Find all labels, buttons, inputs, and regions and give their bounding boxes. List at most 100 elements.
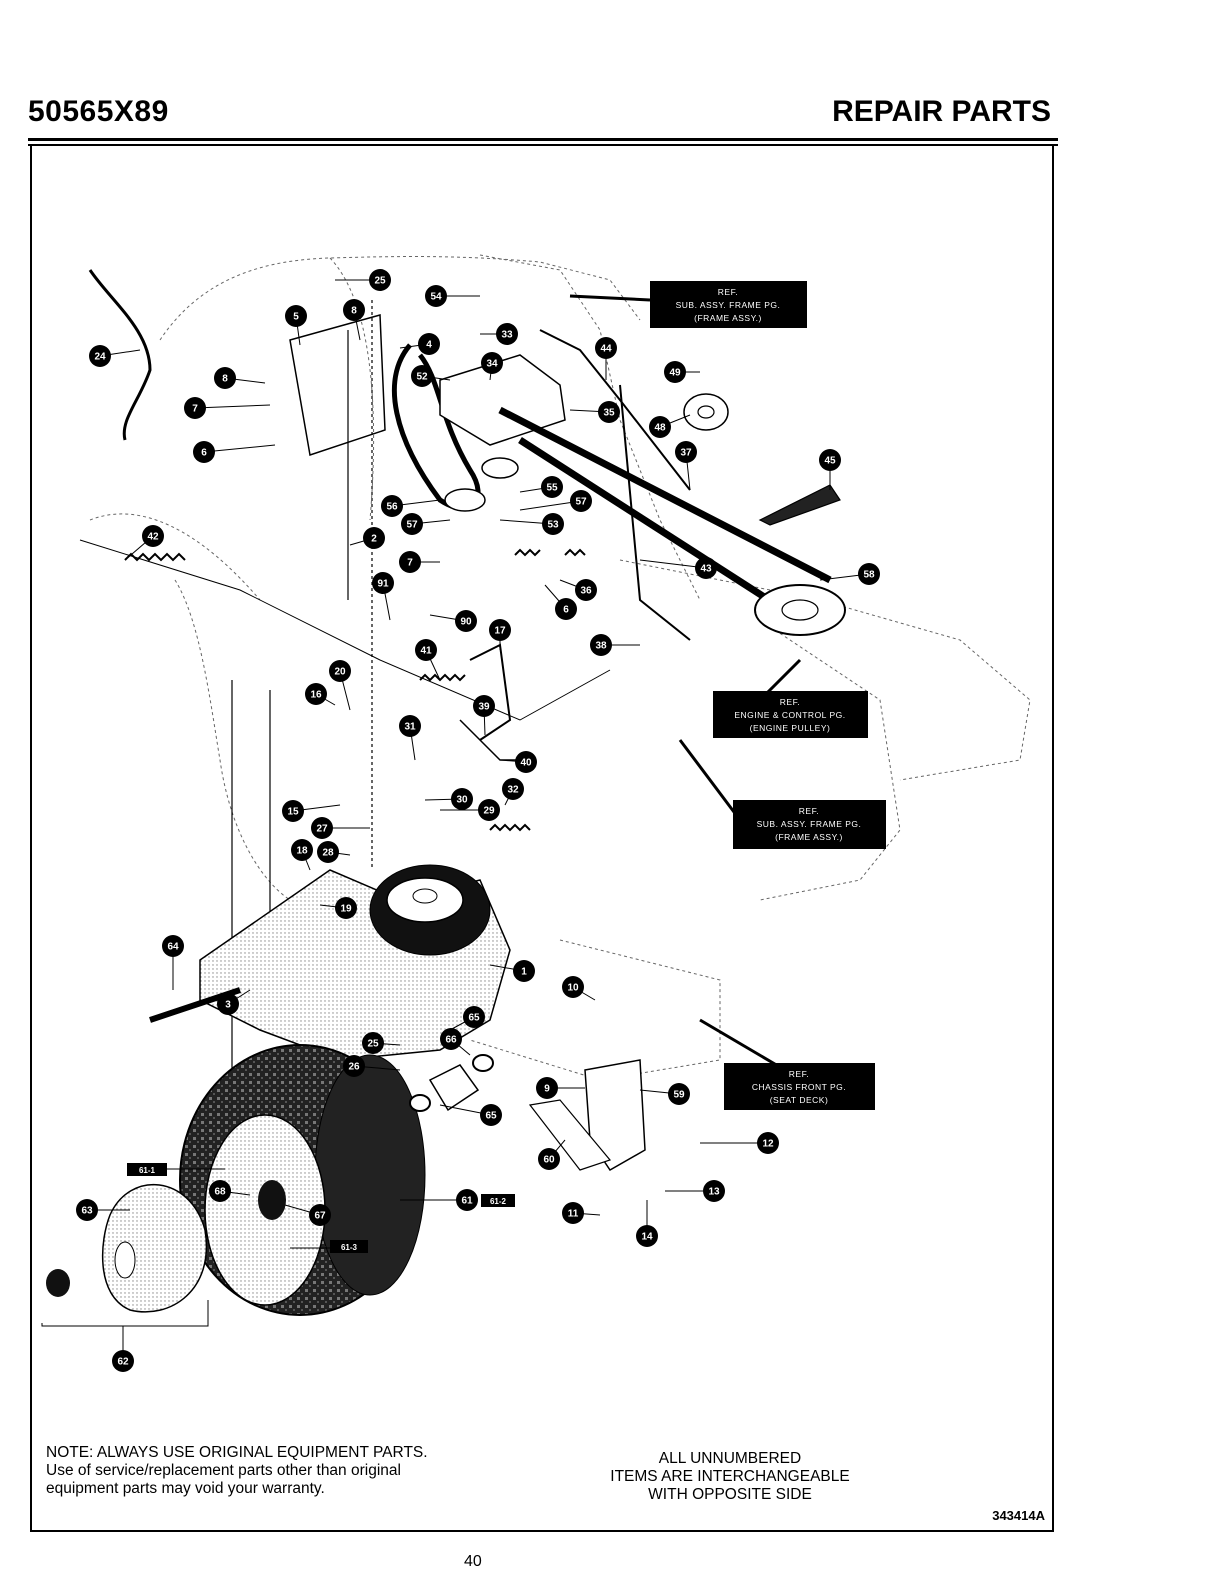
callout-label: 3 [225,1000,231,1011]
callout-67: 67 [309,1204,331,1226]
callout-label: 20 [334,667,346,678]
callout-label: 32 [507,785,519,796]
callout-label: 17 [494,626,506,637]
cable-42 [79,539,611,721]
svg-text:(FRAME ASSY.): (FRAME ASSY.) [694,313,762,323]
note-line-2: Use of service/replacement parts other t… [46,1462,401,1479]
svg-text:REF.: REF. [780,697,800,707]
ref-box-engine: REF. ENGINE & CONTROL PG. (ENGINE PULLEY… [713,691,868,738]
callout-label: 15 [287,807,299,818]
callout-label: 26 [348,1062,360,1073]
callout-20: 20 [329,660,351,682]
callout-label: 64 [167,942,179,953]
callout-57: 57 [401,513,423,535]
idler-pulley-upper [481,457,519,479]
callout-14: 14 [636,1225,658,1247]
callout-label: 57 [406,520,418,531]
svg-text:(ENGINE PULLEY): (ENGINE PULLEY) [750,723,831,733]
ref-leader [699,1018,786,1072]
callout-65: 65 [463,1006,485,1028]
svg-text:61-2: 61-2 [490,1197,507,1206]
callout-label: 67 [314,1211,326,1222]
callout-13: 13 [703,1180,725,1202]
callout-label: 1 [521,967,527,978]
spring-41 [419,673,466,682]
svg-text:SUB. ASSY. FRAME PG.: SUB. ASSY. FRAME PG. [757,819,862,829]
callout-8: 8 [214,367,236,389]
callout-62: 62 [112,1350,134,1372]
interchange-line-2: ITEMS ARE INTERCHANGEABLE [610,1468,850,1485]
svg-text:REF.: REF. [789,1069,809,1079]
callout-7: 7 [399,551,421,573]
spring-32 [489,823,531,832]
callout-label: 65 [485,1111,497,1122]
callout-label: 56 [386,502,398,513]
callout-25: 25 [362,1032,384,1054]
note-line-1: NOTE: ALWAYS USE ORIGINAL EQUIPMENT PART… [46,1444,428,1461]
callout-39: 39 [473,695,495,717]
callout-label: 90 [460,617,472,628]
callout-3: 3 [217,993,239,1015]
callout-90: 90 [455,610,477,632]
callout-label: 48 [654,423,666,434]
callout-6: 6 [555,598,577,620]
callout-label: 62 [117,1357,129,1368]
callout-91: 91 [372,572,394,594]
callout-64: 64 [162,935,184,957]
ref-box-chassis: REF. CHASSIS FRONT PG. (SEAT DECK) [724,1063,875,1110]
callout-1: 1 [513,960,535,982]
callout-label: 24 [94,352,106,363]
callout-label: 6 [563,605,569,616]
interchange-note: ALL UNNUMBERED ITEMS ARE INTERCHANGEABLE… [560,1450,900,1504]
rod-24 [88,269,152,441]
callout-label: 36 [580,586,592,597]
callout-label: 31 [404,722,416,733]
callout-label: 27 [316,824,328,835]
callout-label: 68 [214,1187,226,1198]
callout-30: 30 [451,788,473,810]
callout-label: 43 [700,564,712,575]
svg-text:(SEAT DECK): (SEAT DECK) [770,1095,829,1105]
group-bracket-62 [41,1300,209,1327]
svg-text:(FRAME ASSY.): (FRAME ASSY.) [775,832,843,842]
callout-label: 7 [407,558,413,569]
bracket-5 [289,314,386,456]
callout-32: 32 [502,778,524,800]
callout-bubbles: 1234566778891011121314151617181920242525… [76,269,880,1372]
callout-55: 55 [541,476,563,498]
callout-label: 25 [367,1039,379,1050]
callout-label: 8 [351,306,357,317]
callout-5: 5 [285,305,307,327]
rod-40 [459,719,520,761]
callout-26: 26 [343,1055,365,1077]
callout-label: 37 [680,448,692,459]
callout-label: 42 [147,532,159,543]
ref-box-frame-mid: REF. SUB. ASSY. FRAME PG. (FRAME ASSY.) [733,800,886,849]
interchange-line-1: ALL UNNUMBERED [658,1450,802,1467]
callout-label: 6 [201,448,207,459]
callout-24: 24 [89,345,111,367]
callout-63: 63 [76,1199,98,1221]
diagram-frame [30,146,1054,1532]
callout-31: 31 [399,715,421,737]
callout-38: 38 [590,634,612,656]
interchange-line-3: WITH OPPOSITE SIDE [648,1486,812,1503]
callout-41: 41 [415,639,437,661]
callout-53: 53 [542,513,564,535]
hub-cap [101,1183,208,1313]
callout-52: 52 [411,365,433,387]
rod-35 [539,329,691,491]
spring-36 [564,548,586,557]
rod-17 [469,643,512,741]
callout-27: 27 [311,817,333,839]
callout-label: 19 [340,904,352,915]
svg-text:61-3: 61-3 [341,1243,358,1252]
callout-label: 35 [603,408,615,419]
callout-label: 57 [575,497,587,508]
callout-61: 61 [456,1189,478,1211]
callout-label: 55 [546,483,558,494]
callout-label: 63 [81,1206,93,1217]
callout-label: 60 [543,1155,555,1166]
callout-label: 59 [673,1090,685,1101]
header-rule [28,138,1058,141]
